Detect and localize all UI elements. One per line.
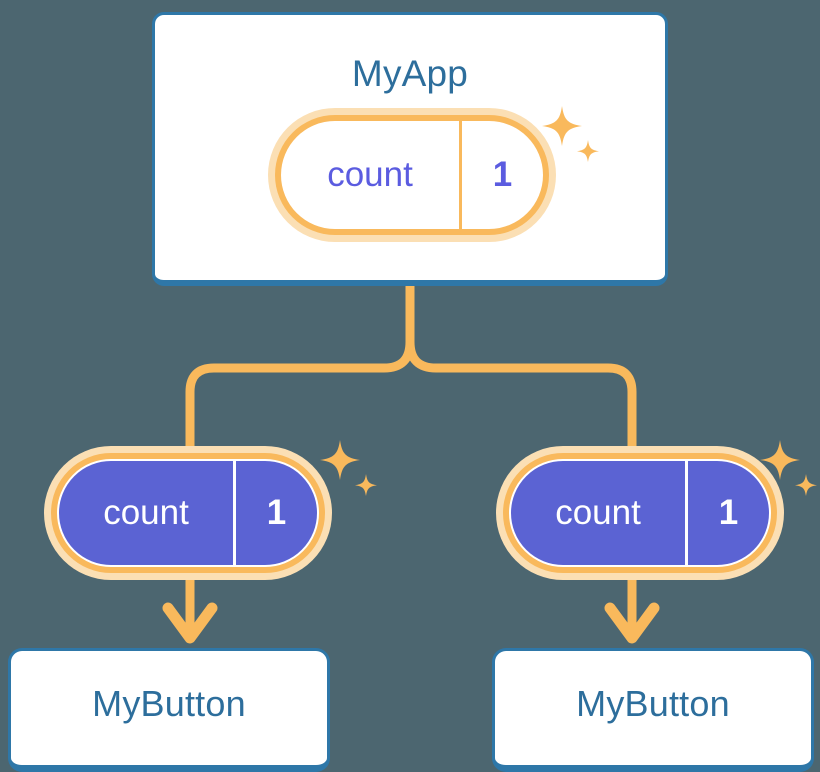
state-pill-myapp[interactable]: count 1	[268, 108, 556, 242]
state-key-label: count	[103, 493, 189, 532]
state-key-label: count	[555, 493, 641, 532]
pill-body: count 1	[281, 121, 543, 229]
connector-branch-right	[405, 337, 637, 453]
state-key-label: count	[327, 155, 413, 194]
connector-branch-left	[185, 337, 415, 453]
pill-body: count 1	[509, 459, 771, 567]
pill-body: count 1	[57, 459, 319, 567]
state-value-label: 1	[459, 121, 543, 229]
component-label: MyButton	[576, 683, 730, 724]
arrow-down-icon-right	[604, 573, 660, 644]
component-card-mybutton-left[interactable]: MyButton	[8, 648, 330, 772]
state-pill-child-left[interactable]: count 1	[44, 446, 332, 580]
state-pill-child-right[interactable]: count 1	[496, 446, 784, 580]
page-title: MyApp	[351, 53, 469, 94]
arrow-down-icon-left	[162, 573, 218, 644]
state-value-label: 1	[685, 461, 769, 565]
component-card-mybutton-right[interactable]: MyButton	[492, 648, 814, 772]
state-value-label: 1	[233, 461, 317, 565]
component-label: MyButton	[92, 683, 246, 724]
